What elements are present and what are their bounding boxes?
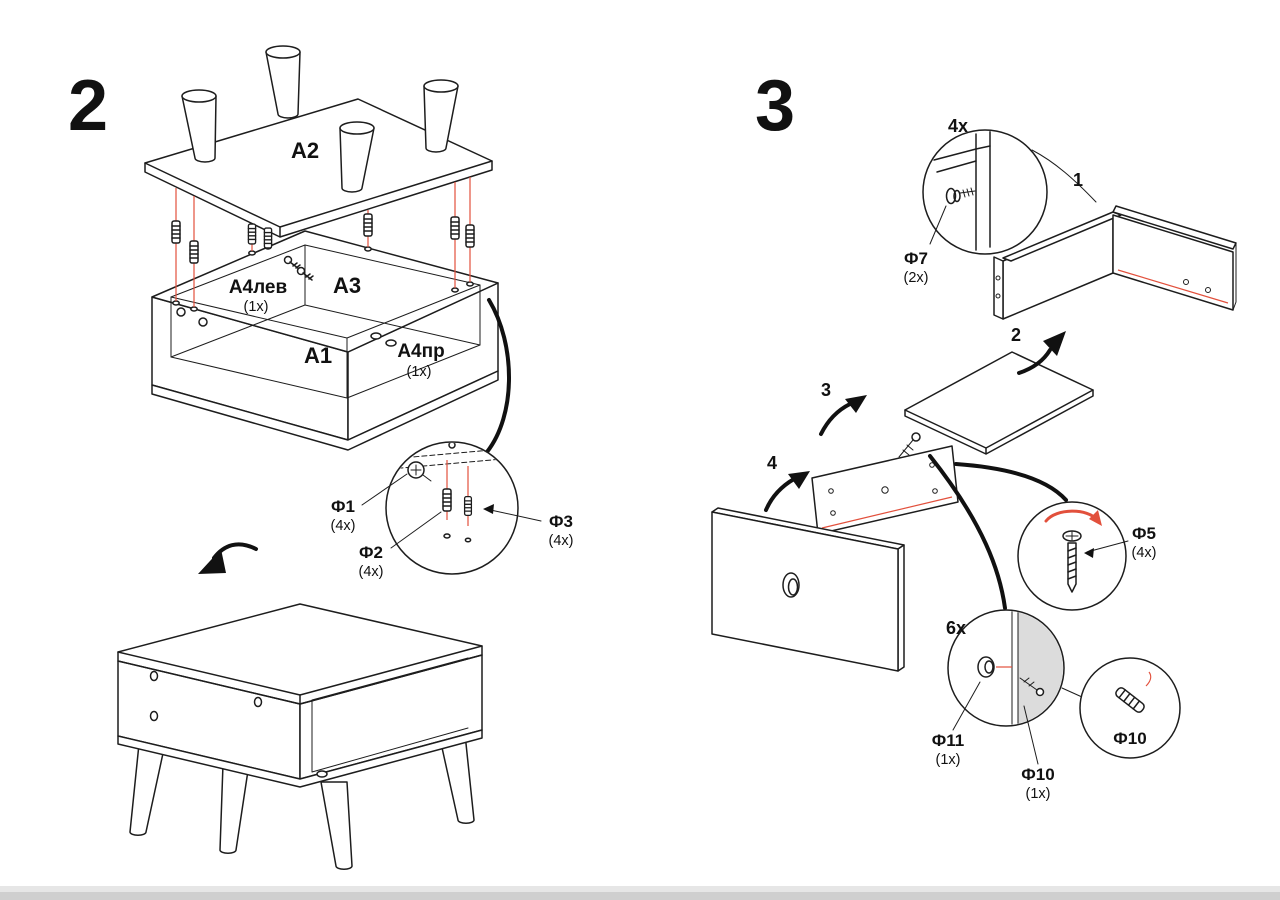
step2-number: 2 [68, 66, 108, 146]
label-f2-qty: (4x) [359, 564, 384, 580]
label-f5-qty: (4x) [1132, 545, 1157, 561]
label-f10-qty: (1x) [1026, 786, 1051, 802]
flip-arrow-icon [198, 542, 258, 574]
dowel-f3-icon [463, 496, 473, 516]
label-f1-qty: (4x) [331, 518, 356, 534]
page-edge [0, 892, 1280, 900]
step3-section: 3 4x Ф7 (2x) 1 [711, 66, 1237, 802]
arrow-part3-icon [819, 395, 867, 436]
arrow-part2-icon [1017, 331, 1066, 375]
label-a2: A2 [291, 138, 319, 163]
box-frame-assembly [151, 230, 499, 451]
leg-cone [339, 121, 375, 193]
leg-cone [181, 89, 217, 163]
dowel-f2-icon [442, 488, 452, 512]
label-f10-inset: Ф10 [1113, 729, 1146, 748]
assembled-nightstand [117, 603, 483, 870]
nightstand-base [117, 729, 483, 788]
label-f5: Ф5 [1132, 524, 1156, 543]
part2-number: 2 [1011, 325, 1021, 345]
drawer-front-panel [711, 507, 905, 672]
label-f7-qty: (2x) [904, 270, 929, 286]
leg-cone [320, 781, 353, 870]
label-a3: A3 [333, 273, 361, 298]
part1-pointer-line [1031, 149, 1097, 203]
leg-cone [438, 733, 475, 824]
inset-connector-line [1061, 687, 1083, 698]
label-f7: Ф7 [904, 249, 928, 268]
label-f1: Ф1 [331, 497, 355, 516]
callout-4x: 4x [948, 116, 968, 136]
detail-connector-line [485, 298, 511, 454]
detail-connector-line [954, 462, 1068, 502]
dowel-f10-icon [1115, 687, 1145, 713]
screw-f7-icon [945, 187, 976, 205]
cam-covers [149, 670, 328, 778]
drawer-bottom-panel [904, 351, 1094, 455]
label-a4pr: A4пр [397, 341, 444, 362]
leg-cone [219, 763, 250, 854]
detail-connector-line [928, 454, 1007, 610]
rotation-arrow-icon [1044, 509, 1102, 526]
label-f10: Ф10 [1021, 765, 1054, 784]
dowel-detail-circle [1079, 657, 1181, 759]
label-f11: Ф11 [932, 731, 964, 750]
arrow-part4-icon [764, 471, 810, 512]
step2-section: 2 [68, 45, 574, 870]
dowel-fittings [171, 213, 475, 281]
label-f11-qty: (1x) [936, 752, 961, 768]
leg-cone [129, 743, 166, 836]
label-f3-qty: (4x) [549, 533, 574, 549]
box-base-slab [151, 370, 499, 451]
small-screw-icon [296, 266, 314, 281]
corner-detail-circle [922, 129, 1048, 255]
label-a4lev: A4лев [229, 277, 287, 298]
label-f2: Ф2 [359, 543, 383, 562]
leg-cone [423, 79, 459, 153]
page-edge-shadow [0, 886, 1280, 892]
callout-6x: 6x [946, 618, 966, 638]
drawer-body-u [993, 205, 1237, 320]
small-screw-icon [283, 255, 301, 270]
top-panel-a2 [144, 45, 493, 238]
label-a4lev-qty: (1x) [244, 299, 269, 315]
cam-bolt-f1-icon [407, 461, 432, 482]
leader-arrowhead [483, 504, 494, 514]
screw-icon [898, 432, 921, 458]
label-a1: A1 [304, 343, 332, 368]
step3-number: 3 [755, 66, 795, 146]
drawer-handle-icon [782, 572, 800, 598]
part1-number: 1 [1073, 170, 1083, 190]
screw-f5-detail-circle [1017, 501, 1129, 611]
leg-cone [265, 45, 301, 119]
cam-lock-f11-icon [977, 656, 995, 678]
part4-number: 4 [767, 453, 777, 473]
drawer-side-end [993, 256, 1004, 320]
label-f3: Ф3 [549, 512, 573, 531]
drawer-back-rail [811, 432, 959, 535]
screw-f5-icon [1062, 530, 1082, 593]
hardware-detail-circle [361, 441, 542, 575]
part3-number: 3 [821, 380, 831, 400]
screw-f10-icon [1019, 677, 1045, 697]
label-a4pr-qty: (1x) [407, 364, 432, 380]
